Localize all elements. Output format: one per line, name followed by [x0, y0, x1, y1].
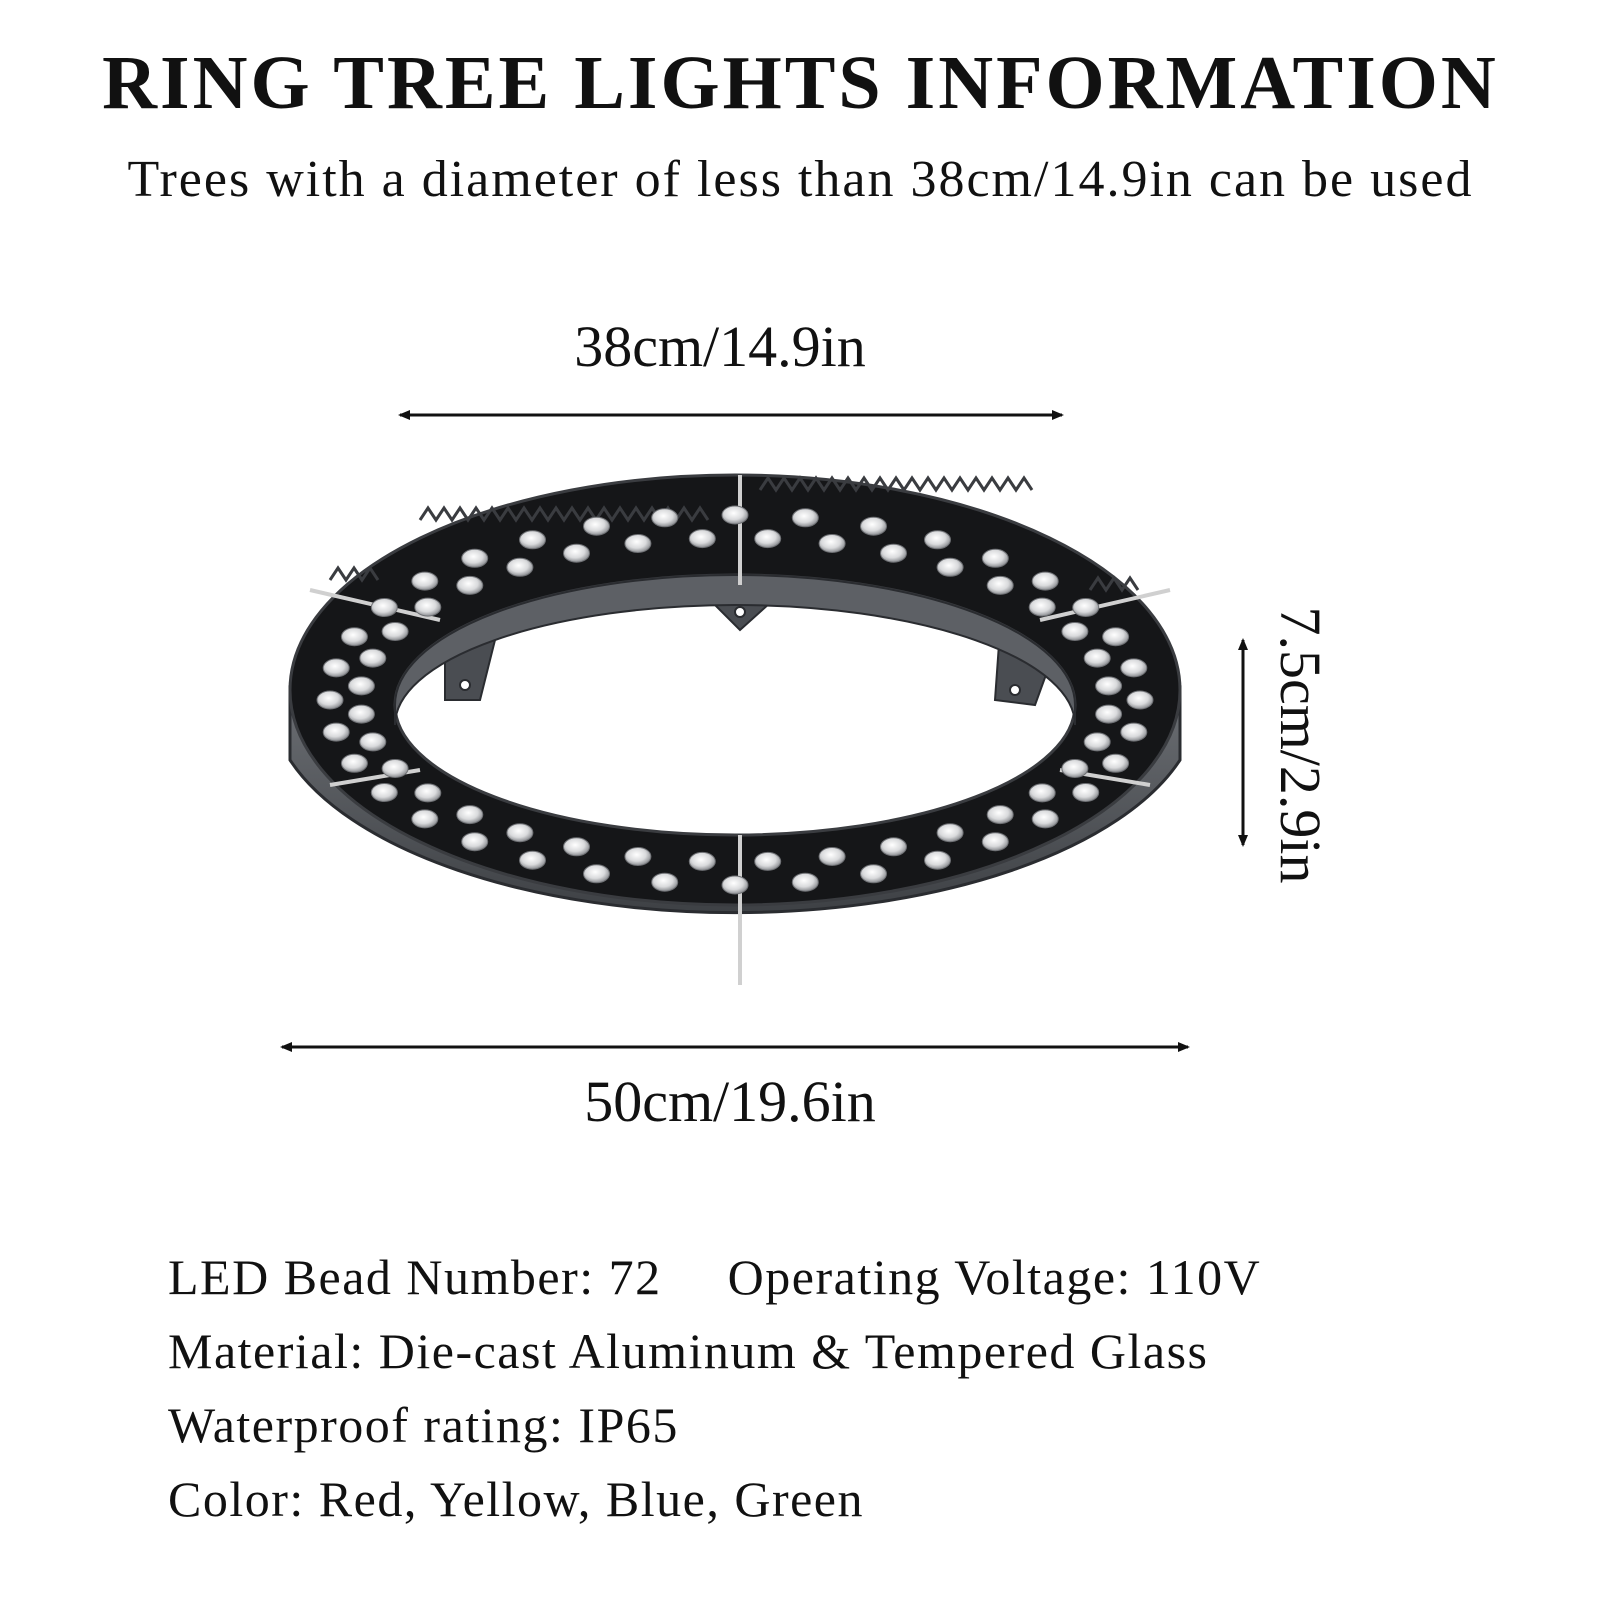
led-bead [1126, 690, 1154, 710]
led-bead [1072, 598, 1100, 617]
led-bead [1095, 676, 1123, 696]
led-bead [651, 508, 679, 528]
ring-housing [288, 473, 1182, 985]
spec-operating-voltage: Operating Voltage: 110V [727, 1249, 1262, 1305]
led-bead [370, 598, 398, 617]
led-bead [721, 505, 749, 525]
led-bead [1083, 732, 1111, 752]
led-bead [754, 529, 782, 549]
led-bead [340, 753, 368, 773]
led-bead [880, 837, 907, 857]
inner-diameter-label: 38cm/14.9in [574, 314, 866, 379]
led-bead [519, 850, 546, 870]
led-bead [924, 530, 951, 550]
led-bead [624, 534, 652, 553]
led-bead [924, 850, 951, 870]
led-bead [1028, 783, 1056, 803]
page-subtitle: Trees with a diameter of less than 38cm/… [127, 151, 1474, 208]
led-bead [563, 543, 590, 563]
led-bead [754, 851, 782, 871]
led-bead [1120, 658, 1148, 678]
specs-block: LED Bead Number: 72 Operating Voltage: 11… [168, 1240, 1261, 1536]
led-bead [1031, 571, 1059, 591]
led-bead [688, 851, 716, 871]
spec-led-bead-number: LED Bead Number: 72 [168, 1249, 662, 1305]
led-bead [986, 805, 1014, 825]
led-bead [1083, 648, 1111, 668]
led-bead [651, 872, 679, 892]
led-bead [1028, 597, 1056, 617]
led-bead [414, 783, 442, 803]
led-bead [456, 805, 484, 825]
led-bead [688, 529, 716, 549]
led-bead [981, 832, 1009, 852]
led-bead [461, 548, 489, 568]
led-bead [1061, 622, 1089, 641]
led-bead [791, 508, 819, 528]
spec-color: Color: Red, Yellow, Blue, Green [168, 1471, 864, 1527]
led-bead [583, 516, 610, 536]
led-bead [624, 847, 652, 866]
led-bead [860, 864, 887, 884]
led-bead [981, 548, 1009, 568]
led-bead [818, 534, 846, 553]
led-bead [1102, 627, 1130, 647]
led-bead [322, 658, 350, 678]
led-bead [461, 832, 489, 852]
led-bead [936, 823, 964, 843]
led-bead [359, 732, 387, 752]
led-bead [791, 872, 819, 892]
led-bead [347, 676, 375, 696]
led-bead [322, 722, 350, 742]
led-bead [456, 575, 484, 595]
led-bead [414, 597, 442, 617]
led-bead [860, 516, 887, 536]
spec-material: Material: Die-cast Aluminum & Tempered G… [168, 1323, 1209, 1379]
led-bead [506, 557, 534, 577]
led-bead [563, 837, 590, 857]
led-bead [1102, 753, 1130, 773]
outer-diameter-label: 50cm/19.6in [584, 1069, 876, 1134]
led-bead [381, 622, 409, 641]
page-title: RING TREE LIGHTS INFORMATION [102, 41, 1499, 125]
led-bead [721, 875, 749, 895]
led-bead [986, 575, 1014, 595]
led-beads [316, 505, 1154, 895]
led-bead [1061, 759, 1089, 778]
led-bead [936, 557, 964, 577]
led-bead [340, 627, 368, 647]
led-bead [506, 823, 534, 843]
led-bead [519, 530, 546, 550]
led-bead [347, 704, 375, 724]
led-bead [583, 864, 610, 884]
led-bead [359, 648, 387, 668]
led-bead [370, 783, 398, 802]
spec-row-1: LED Bead Number: 72 Operating Voltage: 11… [168, 1240, 1261, 1314]
led-bead [316, 690, 344, 710]
led-bead [1072, 783, 1100, 802]
led-bead [1031, 809, 1059, 829]
led-bead [1120, 722, 1148, 742]
led-bead [880, 543, 907, 563]
led-bead [1095, 704, 1123, 724]
led-bead [411, 571, 439, 591]
led-bead [411, 809, 439, 829]
led-bead [381, 759, 409, 778]
spec-waterproof: Waterproof rating: IP65 [168, 1397, 679, 1453]
led-bead [818, 847, 846, 866]
